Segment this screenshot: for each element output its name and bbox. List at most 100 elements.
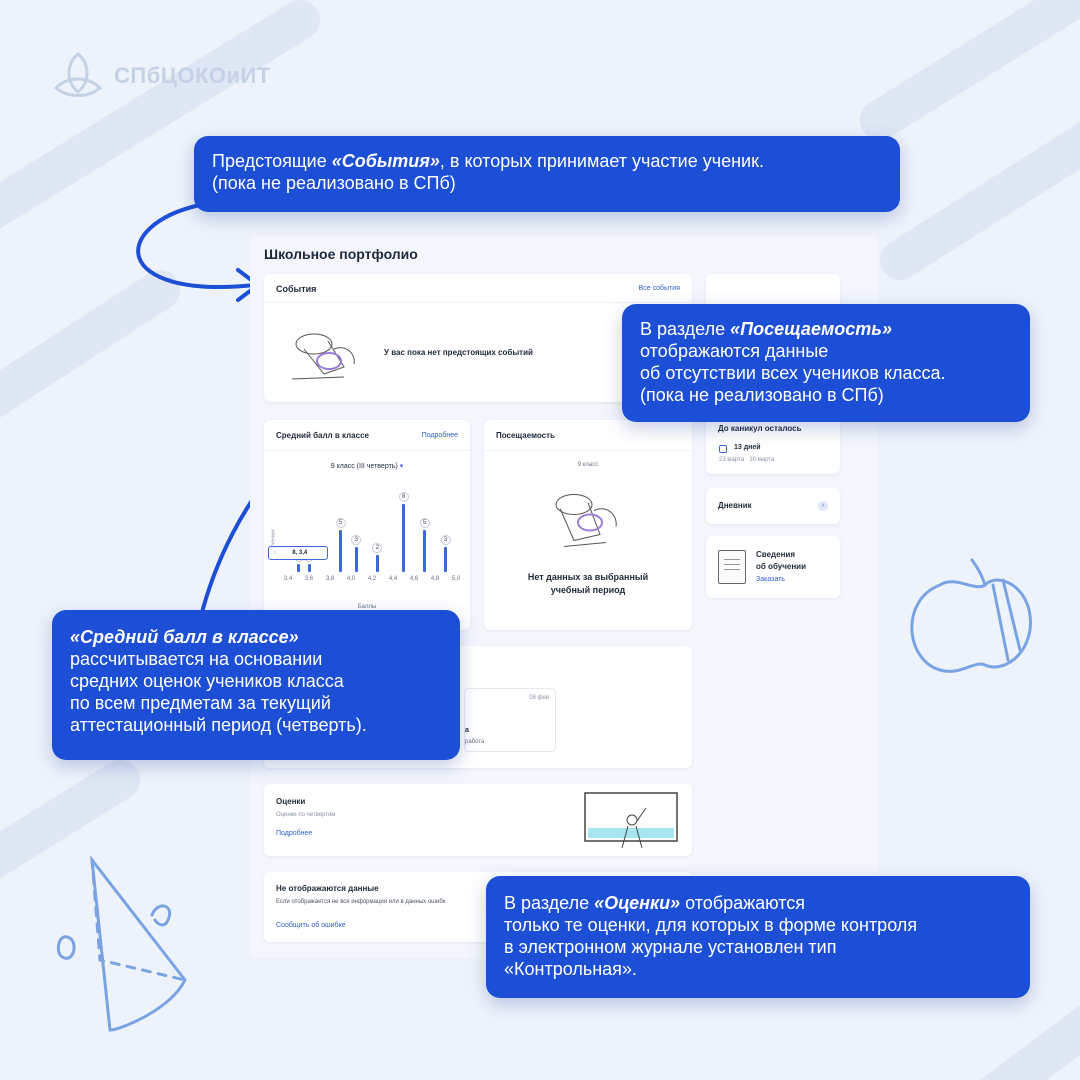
study-info-line2: об обучении: [756, 562, 806, 571]
chart-bar-value: 5: [335, 517, 346, 528]
chevron-right-icon[interactable]: ›: [818, 501, 828, 511]
hat-illustration-icon: [291, 333, 355, 380]
callout-avg-line4: по всем предметам за текущий: [70, 693, 331, 713]
blackboard-illustration-icon: [584, 792, 678, 849]
grades-title: Оценки: [276, 797, 306, 806]
hat-illustration-icon: [555, 494, 617, 547]
callout-avg-bold: «Средний балл в классе»: [70, 627, 299, 647]
tooltip-value: 8, 3,4: [292, 550, 308, 556]
callout-avg-line2: рассчитывается на основании: [70, 649, 323, 669]
apple-doodle: [910, 558, 1032, 673]
vacation-days: 13 дней: [734, 444, 761, 451]
chevron-down-icon: ▾: [399, 463, 404, 470]
average-grade-card: Средний балл в классе Подробнее 9 класс …: [264, 420, 470, 630]
x-tick-label: 3,6: [304, 576, 314, 582]
chart-bar[interactable]: [354, 546, 358, 572]
chart-bar[interactable]: [307, 563, 311, 572]
chart-bar[interactable]: [375, 555, 379, 572]
callout-attendance-pre: В разделе: [640, 319, 731, 339]
chart-bar[interactable]: [339, 529, 342, 572]
attendance-empty-line1: Нет данных за выбранный: [527, 572, 649, 582]
callout-grades-line2: только те оценки, для которых в форме ко…: [504, 915, 918, 935]
calendar-icon: [719, 445, 727, 453]
divider: [264, 450, 470, 451]
callout-attendance: В разделе «Посещаемость» отображаются да…: [622, 304, 1030, 422]
callout-avg-line3: средних оценок учеников класса: [70, 671, 344, 691]
callout-grades-line4: «Контрольная».: [504, 959, 637, 979]
attendance-card: Посещаемость 9 класс Нет данных за выбра…: [484, 420, 692, 630]
diary-title: Дневник: [718, 501, 752, 510]
grades-subtitle: Оценки по четвертям: [276, 812, 336, 818]
x-tick-label: 4,8: [430, 576, 440, 582]
callout-attendance-line2: отображаются данные: [640, 341, 829, 361]
class-period-selector[interactable]: 9 класс (III четверть) ▾: [264, 462, 470, 470]
x-tick-label: 4,6: [409, 576, 419, 582]
x-tick-label: 5,0: [451, 576, 461, 582]
logo: СПбЦОКОиИТ: [50, 48, 271, 104]
portfolio-screen: Школьное портфолио События Все события У…: [250, 236, 878, 958]
order-link[interactable]: Заказать: [756, 576, 785, 583]
homework-line-a: а: [465, 727, 469, 734]
divider: [264, 302, 692, 303]
callout-grades-post: отображаются: [680, 893, 806, 913]
document-icon: [718, 550, 746, 584]
callout-events-bold: «События»: [331, 151, 440, 171]
vacation-dates: 23 марта · 30 марта: [719, 457, 775, 463]
tooltip-icon: ~: [273, 550, 277, 556]
study-info-card: Сведения об обучении Заказать: [706, 536, 840, 598]
callout-grades-bold: «Оценки»: [594, 893, 681, 913]
callout-attendance-line3: об отсутствии всех учеников класса.: [640, 363, 946, 383]
arrow-events: [136, 203, 257, 289]
attendance-empty-line2: учебный период: [550, 585, 626, 595]
x-tick-label: 3,4: [283, 576, 293, 582]
chart-bar[interactable]: [402, 504, 405, 572]
average-grade-more-link[interactable]: Подробнее: [421, 432, 458, 439]
divider: [484, 450, 692, 451]
chart-bar[interactable]: [297, 563, 300, 572]
page-title: Школьное портфолио: [264, 246, 418, 262]
chart-bar-value: 2: [372, 543, 383, 553]
chart-bar-value: 8: [398, 492, 409, 502]
vacation-card: До каникул осталось 13 дней 23 марта · 3…: [706, 414, 840, 474]
homework-date: 08 фев: [529, 695, 549, 701]
x-tick-label: 4,2: [367, 576, 377, 582]
report-error-link[interactable]: Сообщить об ошибке: [276, 922, 346, 929]
events-card: События Все события У вас пока нет предс…: [264, 274, 692, 402]
average-grade-title: Средний балл в классе: [276, 431, 369, 440]
chart-bar-value: 5: [419, 517, 430, 528]
class-period-value: 9 класс (III четверть): [330, 463, 398, 470]
callout-events-post: , в которых принимает участие ученик.: [439, 151, 764, 171]
callout-events-line2: (пока не реализовано в СПб): [212, 173, 456, 193]
error-text: Если отображается не вся информация или …: [276, 899, 446, 905]
callout-grades-line3: в электронном журнале установлен тип: [504, 937, 837, 957]
x-tick-label: 4,0: [346, 576, 356, 582]
callout-avg-line5: аттестационный период (четверть).: [70, 715, 367, 735]
average-grade-chart: 115328533,43,63,84,04,24,44,64,85,0: [282, 492, 462, 586]
cone-doodle: [56, 854, 187, 1032]
callout-events-pre: Предстоящие: [212, 151, 332, 171]
diary-card[interactable]: Дневник ›: [706, 488, 840, 524]
callout-attendance-bold: «Посещаемость»: [730, 319, 892, 339]
callout-grades-pre: В разделе: [504, 893, 595, 913]
x-axis-label: Баллы: [357, 604, 377, 610]
callout-grades: В разделе «Оценки» отображаются только т…: [486, 876, 1030, 998]
grades-more-link[interactable]: Подробнее: [276, 830, 313, 837]
callout-events: Предстоящие «События», в которых принима…: [194, 136, 900, 212]
x-tick-label: 3,8: [325, 576, 335, 582]
error-title: Не отображаются данные: [276, 884, 379, 893]
grades-card: Оценки Оценки по четвертям Подробнее: [264, 784, 692, 856]
chart-bar-value: 3: [440, 534, 451, 545]
homework-line-b: работа: [465, 739, 485, 745]
attendance-class: 9 класс: [577, 462, 599, 468]
events-title: События: [276, 284, 317, 294]
attendance-title: Посещаемость: [496, 431, 555, 440]
logo-text: СПбЦОКОиИТ: [114, 63, 271, 88]
homework-item[interactable]: 08 фев а работа: [464, 688, 556, 752]
chart-bar[interactable]: [423, 529, 426, 572]
vacation-title: До каникул осталось: [718, 424, 802, 433]
callout-attendance-line4: (пока не реализовано в СПб): [640, 385, 884, 405]
events-empty-text: У вас пока нет предстоящих событий: [384, 348, 533, 357]
chart-bar[interactable]: [444, 546, 447, 572]
all-events-link[interactable]: Все события: [638, 285, 680, 292]
